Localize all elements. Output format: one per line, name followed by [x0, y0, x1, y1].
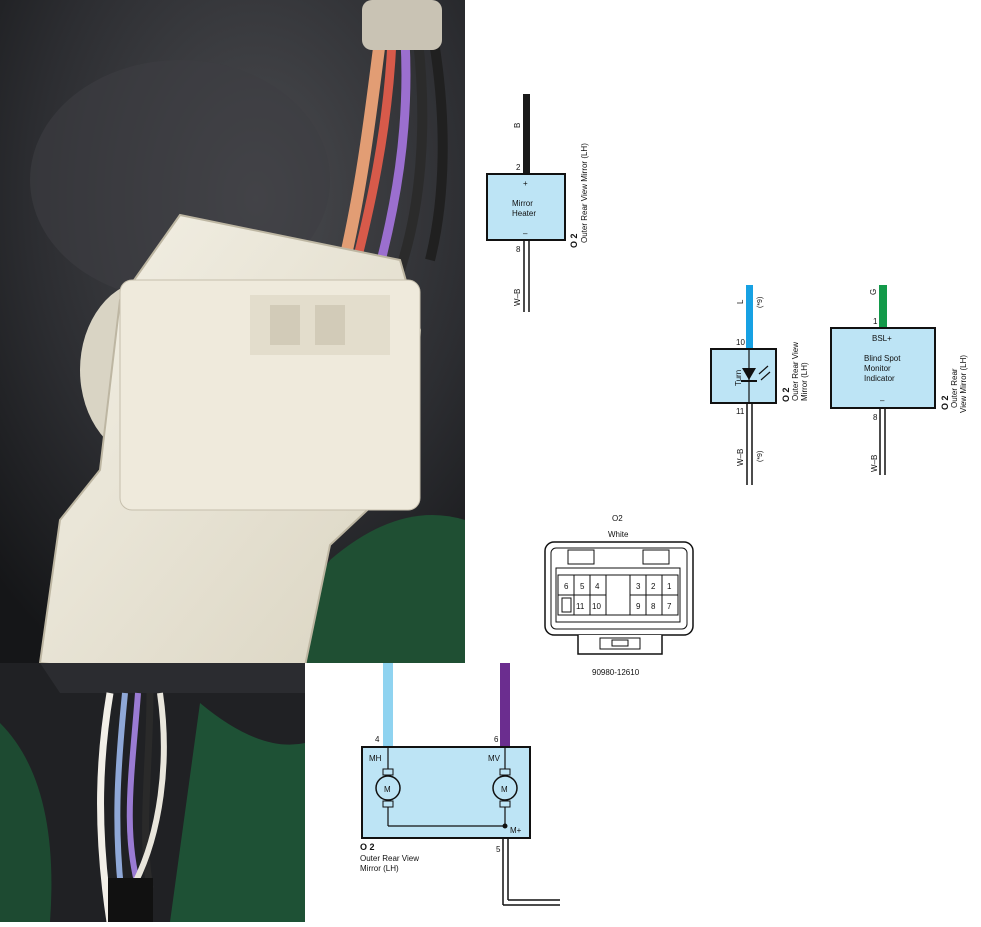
conn-code: O 2	[569, 233, 579, 248]
note-top: (*9)	[757, 297, 764, 308]
pin-8-label: 8	[516, 245, 521, 254]
conn-desc-1: Outer Rear View	[791, 342, 800, 401]
conn-desc: Outer Rear View Mirror (LH)	[580, 143, 589, 243]
pin-label: 9	[636, 602, 641, 611]
pin-label: 4	[595, 582, 600, 591]
pin-4-label: 4	[375, 735, 380, 744]
connector-code: O2	[612, 514, 623, 523]
pin-label: 7	[667, 602, 672, 611]
motor-icon	[492, 775, 518, 801]
connector-photo	[0, 0, 465, 663]
bsm-label-3: Indicator	[864, 374, 895, 383]
bsl-terminal-label: BSL+	[872, 334, 892, 343]
note-bottom: (*9)	[757, 451, 764, 462]
wire-harness-photo	[0, 663, 305, 922]
pin-label: 6	[564, 582, 569, 591]
wire-mh	[383, 663, 393, 747]
pin-10-label: 10	[736, 338, 745, 347]
wire-label-wb: W–B	[513, 289, 522, 306]
wire-label-wb: W–B	[870, 455, 879, 472]
connector-face: O2 White 6 5 4 3 2 1 11 10 9 8 7	[540, 510, 700, 680]
pin-1-label: 1	[873, 317, 878, 326]
mirror-heater-label-1: Mirror	[512, 199, 533, 208]
wire-mv	[500, 663, 510, 747]
bsm-indicator-circuit: G 1 BSL+ Blind Spot Monitor Indicator – …	[820, 280, 981, 490]
conn-code: O 2	[360, 842, 375, 852]
conn-code: O 2	[781, 387, 791, 402]
pin-label: 5	[580, 582, 585, 591]
mirror-heater-box	[486, 173, 566, 241]
pin-label: 2	[651, 582, 656, 591]
pin-label: 3	[636, 582, 641, 591]
pin-2-label: 2	[516, 163, 521, 172]
mirror-heater-schematic: B 2 + Mirror Heater – 8 W–B O 2 Outer Re…	[486, 94, 589, 312]
conn-code: O 2	[940, 395, 950, 410]
pin-6-label: 6	[494, 735, 499, 744]
pin-label: 10	[592, 602, 601, 611]
turn-schematic: L (*9) 10 Turn 11 W–B (*9) O 2 Outer Rea…	[710, 285, 809, 485]
turn-indicator-circuit: L (*9) 10 Turn 11 W–B (*9) O 2 Outer Rea…	[700, 280, 810, 490]
part-number: 90980-12610	[592, 668, 640, 677]
wire-g	[879, 285, 887, 328]
pin-label: 8	[651, 602, 656, 611]
pin-label: 11	[576, 602, 585, 611]
m-plus-label: M+	[510, 826, 522, 835]
conn-desc-2: Mirror (LH)	[360, 864, 399, 873]
wire-label-b: B	[513, 123, 522, 128]
wire-label-wb: W–B	[736, 449, 745, 466]
minus-sign: –	[880, 396, 885, 405]
conn-desc-2: View Mirror (LH)	[959, 355, 968, 413]
motor-icon	[375, 775, 401, 801]
mirror-heater-circuit: B 2 + Mirror Heater – 8 W–B O 2 Outer Re…	[470, 90, 610, 320]
pin-8-label: 8	[873, 413, 878, 422]
led-icon	[742, 368, 756, 380]
bsm-box	[830, 327, 936, 409]
conn-desc-2: Mirror (LH)	[800, 362, 809, 401]
mh-label: MH	[369, 754, 382, 763]
wire-b	[523, 94, 530, 174]
pin-label: 1	[667, 582, 672, 591]
bsm-schematic: G 1 BSL+ Blind Spot Monitor Indicator – …	[830, 285, 968, 475]
light-arrow-icon	[758, 365, 769, 375]
motor-symbol: M	[384, 785, 391, 794]
connector-face-drawing: O2 White 6 5 4 3 2 1 11 10 9 8 7	[544, 514, 694, 677]
pin-5-label: 5	[496, 845, 501, 854]
mirror-heater-label-2: Heater	[512, 209, 536, 218]
connector-color: White	[608, 530, 629, 539]
plus-sign: +	[523, 179, 528, 188]
mv-label: MV	[488, 754, 501, 763]
turn-label: Turn	[734, 370, 743, 386]
conn-desc-1: Outer Rear	[950, 368, 959, 408]
bsm-label-2: Monitor	[864, 364, 891, 373]
wire-label-l: L	[736, 299, 745, 304]
bsm-label-1: Blind Spot	[864, 354, 901, 363]
wire-label-g: G	[869, 289, 878, 295]
minus-sign: –	[523, 229, 528, 238]
mirror-motor-circuit: 4 6 MH MV M M M+ 5 O 2 Outer Rear View M…	[305, 663, 565, 922]
pin-11-label: 11	[736, 407, 745, 416]
mirror-motor-schematic: 4 6 MH MV M M M+ 5 O 2 Outer Rear View M…	[305, 663, 565, 922]
wire-l	[746, 285, 753, 349]
motor-symbol: M	[501, 785, 508, 794]
conn-desc-1: Outer Rear View	[360, 854, 419, 863]
